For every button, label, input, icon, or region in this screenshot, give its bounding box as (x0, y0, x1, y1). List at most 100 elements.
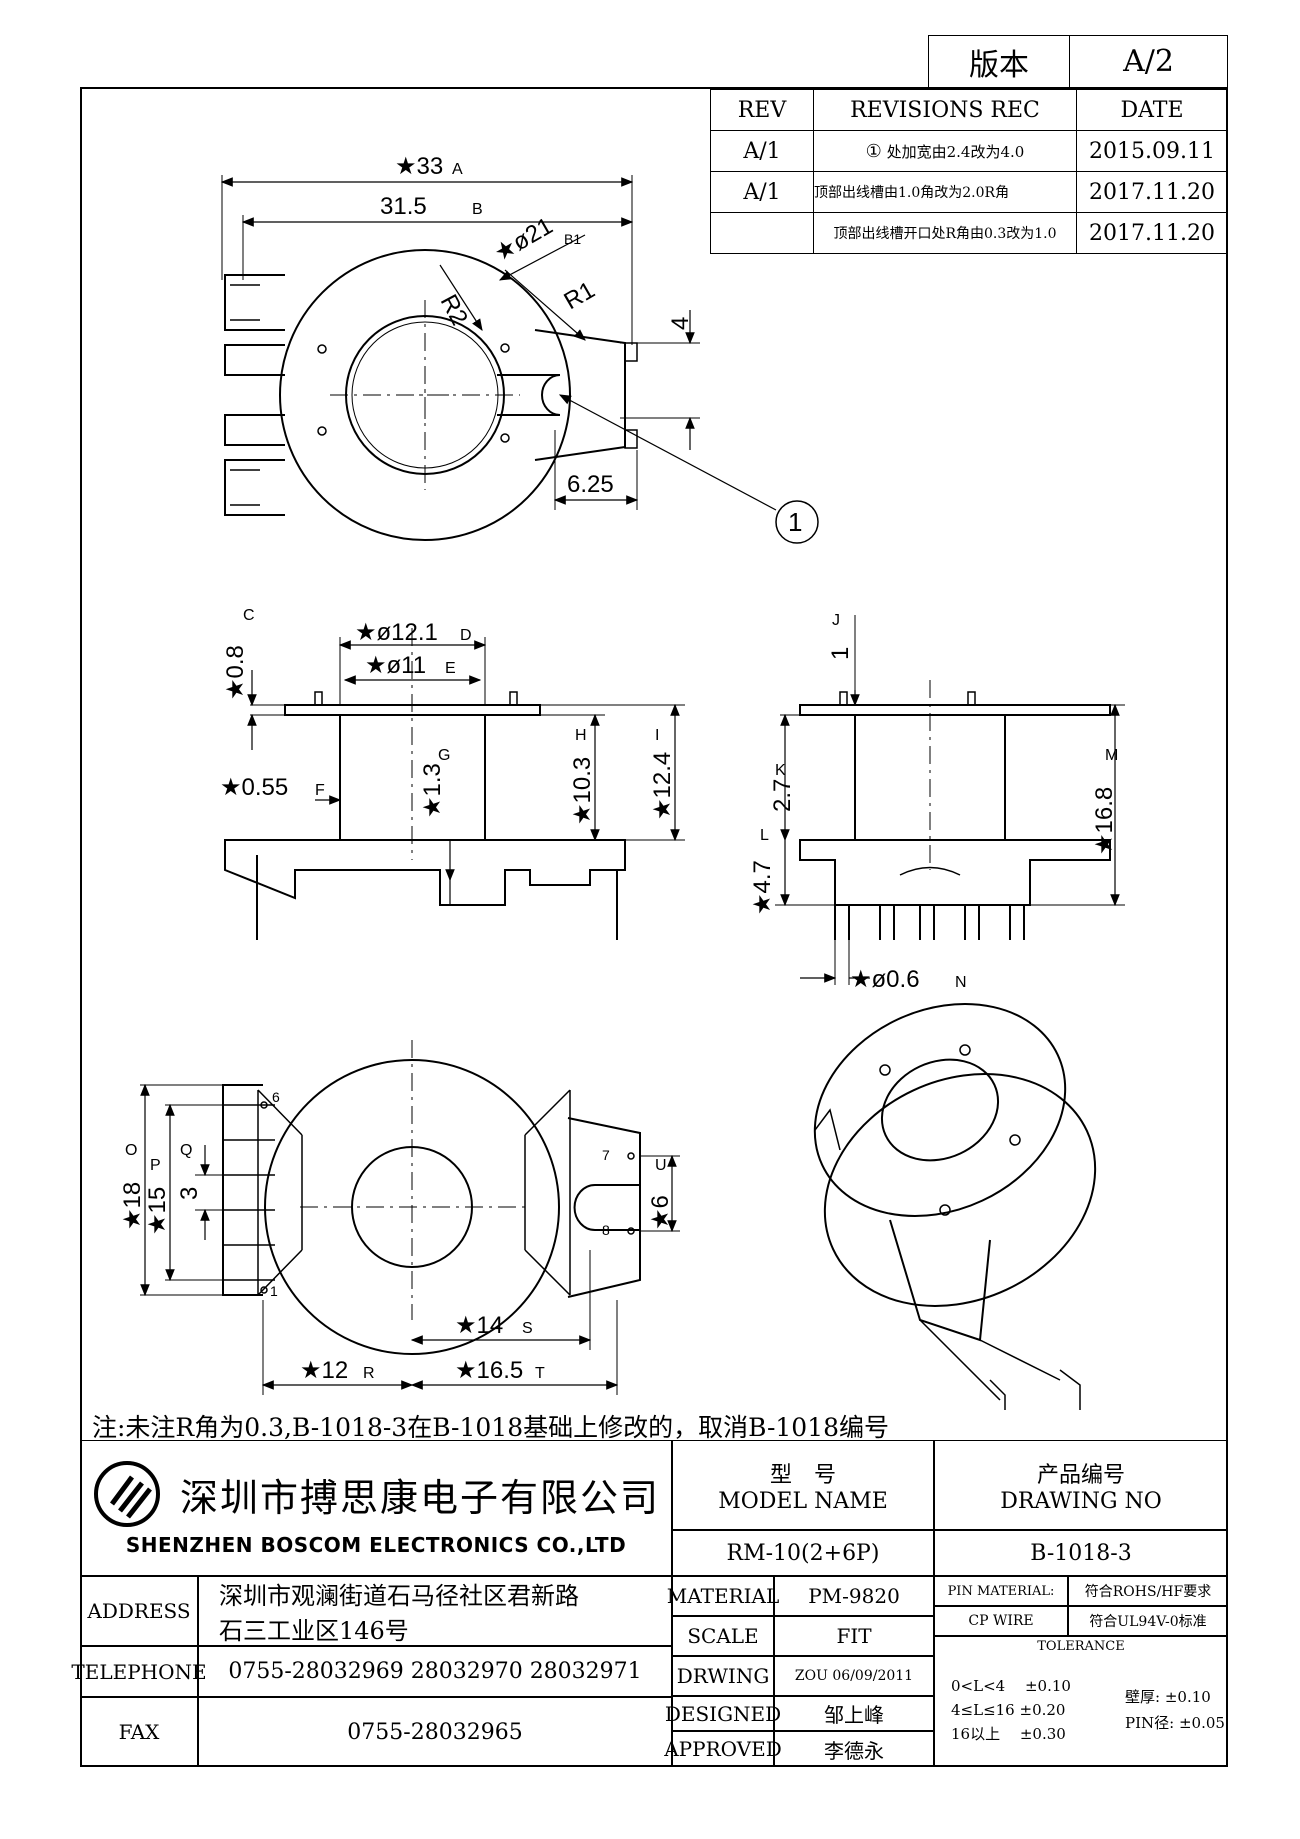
company-name-en: SHENZHEN BOSCOM ELECTRONICS CO.,LTD (125, 1533, 627, 1557)
fax-value: 0755-28032965 (198, 1697, 672, 1767)
bottom-terminals (222, 1084, 263, 1296)
dim-2-7: 2.7 (769, 779, 796, 812)
callout-circle (775, 500, 819, 544)
dim-6-25: 6.25 (567, 471, 614, 498)
rev-header: REV (710, 89, 814, 131)
terminal-arm (534, 329, 626, 461)
drawing-note: 注:未注R角为0.3,B-1018-3在B-1018基础上修改的，取消B-101… (92, 1413, 890, 1442)
datum-b1: B1 (564, 231, 581, 247)
datum-a: A (452, 161, 463, 178)
date-header: DATE (1076, 89, 1228, 131)
version-label: 版本 (928, 35, 1070, 88)
datum-g: G (438, 747, 450, 764)
dim-0-55: ★0.55 (220, 774, 288, 801)
wall-pin-tolerance: 壁厚: ±0.10 PIN径: ±0.05 (1125, 1684, 1225, 1736)
material-label: MATERIAL (667, 1576, 779, 1616)
pin-label-6: 6 (272, 1089, 280, 1105)
approved-label: APPROVED (664, 1731, 782, 1767)
datum-s: S (522, 1320, 533, 1337)
dim-4: 4 (667, 317, 694, 330)
dim-31-5: 31.5 (380, 193, 427, 220)
drwing-value: ZOU 06/09/2011 (774, 1656, 934, 1696)
iso-hole (880, 1058, 1000, 1162)
datum-k: K (775, 762, 786, 779)
revision-row: 顶部出线槽开口处R角由0.3改为1.0 2017.11.20 (710, 212, 1228, 254)
datum-c: C (243, 607, 255, 624)
tolerance-label: TOLERANCE (934, 1636, 1228, 1656)
revision-rec: ① 处加宽由2.4改为4.0 (813, 130, 1077, 172)
tolerance-values: 0<L<4 ±0.10 4≤L≤16 ±0.20 16以上 ±0.30 壁厚: … (934, 1656, 1228, 1767)
tolerance-row: 4≤L≤16 ±0.20 (951, 1701, 1066, 1719)
callout-1: 1 (788, 507, 802, 537)
revision-text: 顶部出线槽开口处R角由0.3改为1.0 (813, 212, 1077, 254)
pin-material-label: PIN MATERIAL: (934, 1576, 1068, 1606)
tolerance-row: 0<L<4 ±0.10 (951, 1677, 1071, 1695)
drawing-views: ★33 A 31.5 B ★ø21 B1 R2 R1 4 6.25 1 C ★0… (119, 153, 1125, 1410)
pin-label: PIN径: (1125, 1714, 1175, 1732)
scale-label: SCALE (672, 1616, 774, 1656)
datum-i: I (655, 727, 659, 744)
company-cell: 深圳市搏思康电子有限公司 SHENZHEN BOSCOM ELECTRONICS… (80, 1440, 672, 1576)
dim-12: ★12 (300, 1357, 348, 1384)
address-label: ADDRESS (80, 1576, 198, 1646)
version-value: A/2 (1069, 35, 1228, 88)
rec-header: REVISIONS REC (813, 89, 1077, 131)
cp-wire-value: 符合UL94V-0标准 (1068, 1606, 1228, 1636)
dim-12-4: ★12.4 (649, 752, 676, 820)
dim-phi21: ★ø21 (490, 212, 558, 267)
tolerance-row: 16以上 ±0.30 (951, 1725, 1066, 1743)
approved-value: 李德永 (774, 1731, 934, 1767)
drawing-no-header: 产品编号 DRAWING NO (934, 1440, 1228, 1530)
iso-bottom-flange (823, 1073, 1097, 1307)
datum-h: H (575, 727, 587, 744)
revisions-table: REV REVISIONS REC DATE A/1 ① 处加宽由2.4改为4.… (710, 89, 1228, 254)
version-box: 版本 A/2 (928, 35, 1228, 88)
dim-16-5: ★16.5 (455, 1357, 523, 1384)
bottom-arm (567, 1117, 641, 1298)
top-view (220, 175, 819, 544)
side-view (775, 615, 1125, 985)
datum-p: P (150, 1157, 161, 1174)
datum-r: R (363, 1365, 375, 1382)
company-name-cn: 深圳市搏思康电子有限公司 (179, 1475, 660, 1520)
datum-f: F (315, 782, 325, 799)
datum-j: J (832, 612, 840, 629)
model-name-en: MODEL NAME (718, 1488, 888, 1514)
datum-l: L (760, 827, 769, 844)
material-value: PM-9820 (774, 1576, 934, 1616)
pin-label-8: 8 (602, 1222, 610, 1238)
revision-text: 处加宽由2.4改为4.0 (886, 142, 1025, 161)
iso-arm (889, 1219, 991, 1342)
dim-1: 1 (827, 647, 854, 660)
revision-rev (710, 212, 814, 254)
model-name-header: 型 号 MODEL NAME (672, 1440, 934, 1530)
isometric-view (813, 1003, 1097, 1410)
dim-3: 3 (176, 1187, 203, 1200)
drawing-no-cn: 产品编号 (1036, 1462, 1125, 1488)
model-name-cn: 型 号 (769, 1462, 836, 1488)
dim-0-8: ★0.8 (222, 645, 249, 700)
flange-outline (279, 249, 571, 541)
datum-o: O (125, 1142, 137, 1159)
address-line1: 深圳市观澜街道石马径社区君新路 (219, 1582, 579, 1610)
iso-top-flange (813, 1003, 1067, 1217)
revision-date: 2015.09.11 (1076, 130, 1228, 172)
dim-1-3: ★1.3 (419, 763, 446, 818)
datum-m: M (1105, 747, 1118, 764)
company-logo (93, 1461, 160, 1527)
drwing-label: DRWING (672, 1656, 774, 1696)
dim-4-7: ★4.7 (749, 860, 776, 915)
bottom-slot (573, 1184, 640, 1231)
dim-33: ★33 (395, 153, 443, 180)
address-line2: 石三工业区146号 (219, 1617, 409, 1645)
datum-n: N (955, 974, 967, 991)
telephone-value: 0755-28032969 28032970 28032971 (198, 1646, 672, 1697)
model-value: RM-10(2+6P) (672, 1530, 934, 1576)
pin-value: ±0.05 (1178, 1714, 1225, 1732)
wall-value: ±0.10 (1164, 1688, 1211, 1706)
bottom-flange (264, 1059, 560, 1355)
dim-phi12-1: ★ø12.1 (355, 619, 438, 646)
datum-e: E (445, 660, 456, 677)
datum-b: B (472, 201, 483, 218)
front-view (224, 628, 685, 940)
